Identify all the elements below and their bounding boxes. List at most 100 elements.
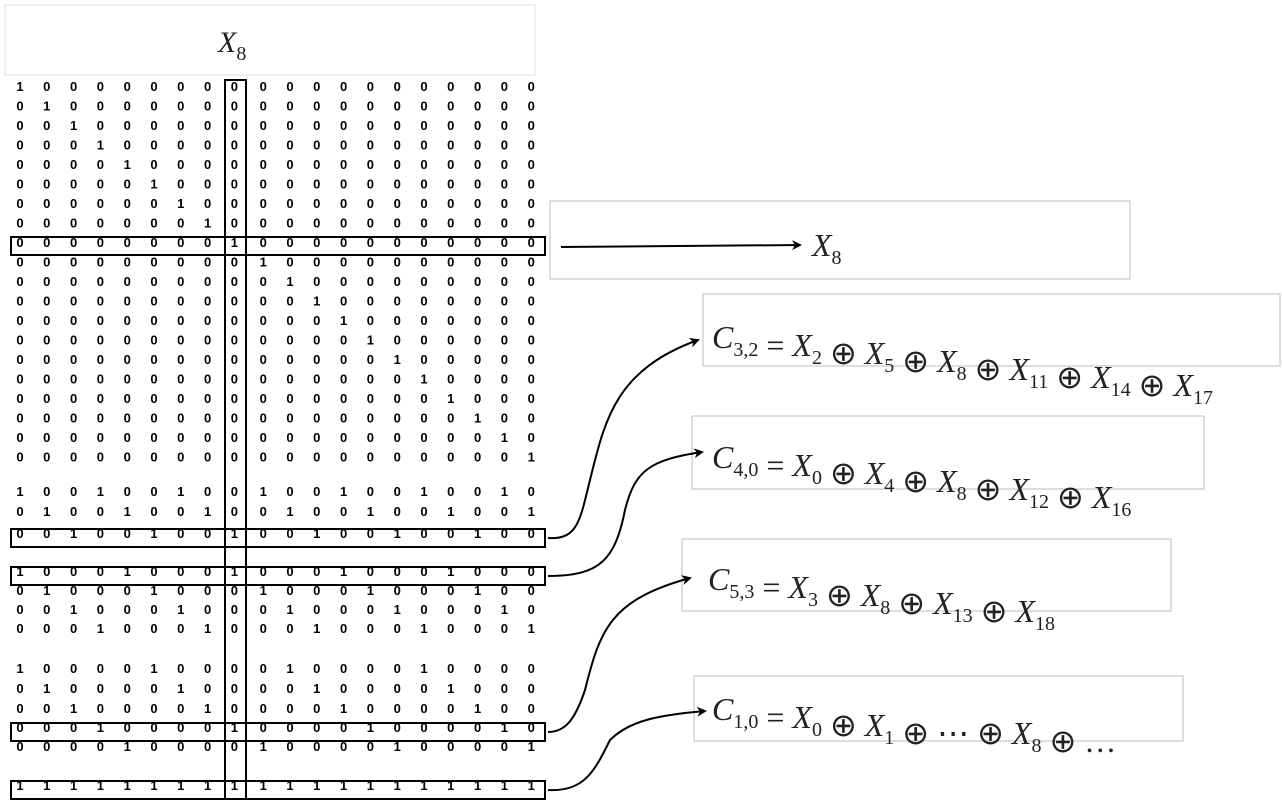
matrix-cell: 0 (447, 583, 454, 598)
matrix-cell: 0 (367, 274, 374, 289)
matrix-cell: 0 (177, 352, 184, 367)
matrix-cell: 1 (150, 583, 157, 598)
matrix-cell: 1 (70, 118, 77, 133)
matrix-cell: 1 (447, 681, 454, 696)
matrix-cell: 0 (97, 79, 104, 94)
formula-panel-c32 (702, 293, 1281, 367)
matrix-cell: 0 (528, 255, 535, 270)
matrix-cell: 0 (286, 196, 293, 211)
matrix-cell: 0 (204, 372, 211, 387)
matrix-cell: 0 (447, 720, 454, 735)
matrix-cell: 0 (231, 79, 238, 94)
matrix-cell: 0 (231, 196, 238, 211)
matrix-cell: 0 (97, 372, 104, 387)
matrix-cell: 0 (231, 701, 238, 716)
matrix-cell: 1 (124, 157, 131, 172)
matrix-cell: 0 (231, 450, 238, 465)
matrix-cell: 1 (474, 526, 481, 541)
matrix-cell: 0 (313, 701, 320, 716)
matrix-cell: 0 (150, 79, 157, 94)
matrix-cell: 1 (367, 583, 374, 598)
matrix-cell: 0 (286, 583, 293, 598)
matrix-cell: 0 (70, 504, 77, 519)
matrix-cell: 1 (367, 504, 374, 519)
matrix-cell: 0 (97, 294, 104, 309)
matrix-cell: 0 (420, 583, 427, 598)
matrix-cell: 0 (340, 255, 347, 270)
matrix-cell: 0 (231, 484, 238, 499)
matrix-cell: 0 (97, 504, 104, 519)
matrix-cell: 1 (474, 583, 481, 598)
row-highlight-c53 (10, 722, 546, 742)
matrix-cell: 0 (313, 333, 320, 348)
matrix-cell: 0 (313, 79, 320, 94)
matrix-cell: 0 (97, 274, 104, 289)
matrix-cell: 0 (528, 352, 535, 367)
matrix-cell: 0 (313, 99, 320, 114)
matrix-cell: 0 (420, 450, 427, 465)
matrix-cell: 0 (501, 621, 508, 636)
matrix-cell: 1 (16, 661, 23, 676)
matrix-cell: 0 (97, 352, 104, 367)
matrix-cell: 1 (313, 294, 320, 309)
matrix-cell: 0 (501, 157, 508, 172)
matrix-cell: 0 (474, 235, 481, 250)
matrix-cell: 0 (286, 177, 293, 192)
matrix-cell: 0 (394, 720, 401, 735)
matrix-cell: 0 (367, 99, 374, 114)
matrix-cell: 0 (124, 621, 131, 636)
matrix-cell: 0 (474, 177, 481, 192)
matrix-cell: 0 (16, 118, 23, 133)
matrix-cell: 0 (340, 720, 347, 735)
matrix-cell: 0 (420, 157, 427, 172)
matrix-cell: 1 (204, 621, 211, 636)
matrix-cell: 0 (124, 196, 131, 211)
matrix-cell: 0 (231, 138, 238, 153)
matrix-cell: 0 (286, 526, 293, 541)
matrix-cell: 0 (43, 216, 50, 231)
matrix-cell: 1 (313, 526, 320, 541)
matrix-cell: 1 (394, 739, 401, 754)
matrix-cell: 0 (260, 504, 267, 519)
matrix-cell: 0 (124, 216, 131, 231)
matrix-cell: 0 (528, 157, 535, 172)
matrix-cell: 0 (367, 621, 374, 636)
matrix-cell: 0 (528, 196, 535, 211)
matrix-cell: 0 (204, 411, 211, 426)
matrix-cell: 0 (177, 274, 184, 289)
matrix-cell: 0 (204, 235, 211, 250)
matrix-cell: 0 (260, 564, 267, 579)
matrix-cell: 0 (501, 701, 508, 716)
matrix-cell: 0 (528, 294, 535, 309)
matrix-cell: 0 (70, 235, 77, 250)
matrix-cell: 0 (16, 701, 23, 716)
matrix-cell: 0 (313, 564, 320, 579)
matrix-cell: 0 (150, 504, 157, 519)
matrix-cell: 0 (501, 118, 508, 133)
matrix-cell: 0 (420, 294, 427, 309)
matrix-cell: 0 (501, 333, 508, 348)
matrix-cell: 0 (260, 118, 267, 133)
matrix-cell: 0 (528, 118, 535, 133)
matrix-cell: 0 (501, 196, 508, 211)
matrix-cell: 1 (394, 778, 401, 793)
matrix-cell: 0 (340, 177, 347, 192)
title-base: X (217, 26, 238, 59)
matrix-cell: 0 (97, 701, 104, 716)
matrix-cell: 0 (474, 504, 481, 519)
matrix-cell: 0 (204, 526, 211, 541)
matrix-cell: 0 (340, 216, 347, 231)
matrix-cell: 0 (474, 79, 481, 94)
matrix-cell: 0 (420, 411, 427, 426)
matrix-cell: 0 (97, 255, 104, 270)
matrix-cell: 0 (340, 79, 347, 94)
matrix-cell: 0 (124, 430, 131, 445)
matrix-cell: 0 (260, 681, 267, 696)
matrix-cell: 0 (150, 313, 157, 328)
matrix-cell: 1 (501, 720, 508, 735)
matrix-cell: 0 (447, 157, 454, 172)
matrix-cell: 0 (124, 352, 131, 367)
